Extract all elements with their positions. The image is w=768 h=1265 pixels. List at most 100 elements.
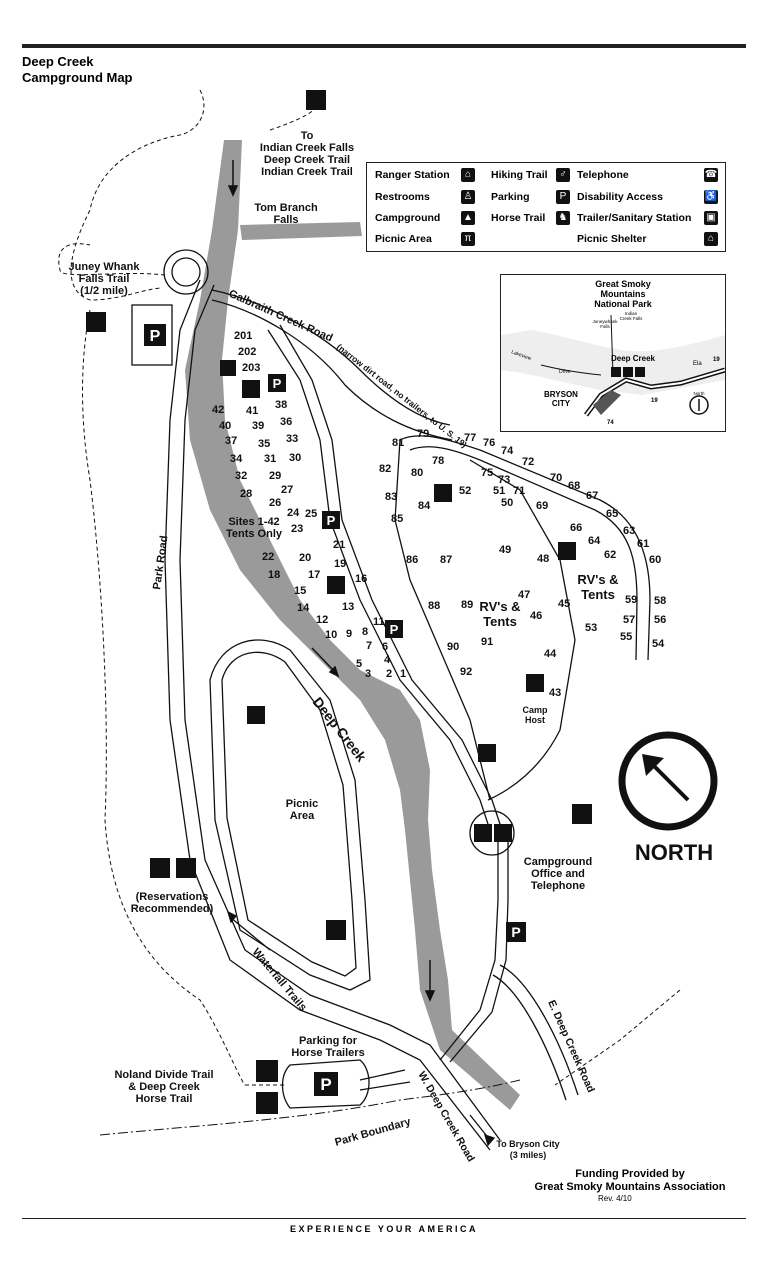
label-parking-for: Parking for xyxy=(299,1035,358,1047)
inset-park-3: National Park xyxy=(594,299,653,309)
restrooms-icon[interactable] xyxy=(327,576,345,594)
label-picnic: Picnic xyxy=(286,798,318,810)
hiking-trail-icon[interactable] xyxy=(306,90,326,110)
site-number: 63 xyxy=(623,525,635,537)
picnic-shelter-icon[interactable] xyxy=(150,858,170,878)
label-juney-whank: Juney Whank xyxy=(69,261,141,273)
telephone-icon[interactable] xyxy=(494,824,512,842)
legend-disability-access: Disability Access xyxy=(577,191,663,203)
site-number: 202 xyxy=(238,346,256,358)
site-number: 35 xyxy=(258,438,270,450)
site-number: 60 xyxy=(649,554,661,566)
site-number: 14 xyxy=(297,602,310,614)
parking-icon[interactable] xyxy=(322,511,340,529)
site-number: 68 xyxy=(568,480,580,492)
site-number: 72 xyxy=(522,456,534,468)
site-number: 7 xyxy=(366,640,372,652)
page-title: Deep Creek Campground Map xyxy=(22,54,133,86)
site-number: 81 xyxy=(392,437,404,449)
map-icons[interactable] xyxy=(86,90,592,1114)
site-number: 53 xyxy=(585,622,597,634)
trailer-station-icon[interactable] xyxy=(478,744,496,762)
site-number: 23 xyxy=(291,523,303,535)
icon-glyphs: P P P P P P xyxy=(150,328,521,1094)
site-number: 71 xyxy=(513,485,525,497)
label-area: Area xyxy=(290,810,315,822)
restrooms-icon[interactable] xyxy=(247,706,265,724)
restrooms-icon[interactable] xyxy=(176,858,196,878)
site-number: 78 xyxy=(432,455,444,467)
site-number: 86 xyxy=(406,554,418,566)
horse-trail-icon[interactable] xyxy=(256,1060,278,1082)
campground-icon: ▲ xyxy=(461,211,475,225)
legend-hiking-trail: Hiking Trail xyxy=(491,169,548,181)
site-number: 80 xyxy=(411,467,423,479)
inset-juneywhank: Juneywhank xyxy=(592,319,618,324)
parking-icon[interactable] xyxy=(385,620,403,638)
site-number: 32 xyxy=(235,470,247,482)
site-number: 21 xyxy=(333,539,345,551)
svg-text:P: P xyxy=(511,924,520,940)
parking-icon[interactable] xyxy=(506,922,526,942)
inset-svg: Great Smoky Mountains National Park June… xyxy=(501,275,725,431)
funding-credit: Funding Provided by Great Smoky Mountain… xyxy=(500,1168,760,1194)
site-number: 87 xyxy=(440,554,452,566)
svg-text:P: P xyxy=(327,513,336,528)
inset-bryson-1: BRYSON xyxy=(544,390,578,399)
ranger-station-icon[interactable] xyxy=(572,804,592,824)
picnic-area-icon[interactable] xyxy=(326,920,346,940)
svg-text:P: P xyxy=(320,1075,331,1094)
inset-rt19a: 19 xyxy=(713,357,720,363)
trail-arrows xyxy=(226,910,496,1147)
label-sites: Sites 1-42 xyxy=(228,516,279,528)
restrooms-icon[interactable] xyxy=(526,674,544,692)
inset-creek-falls: Creek Falls xyxy=(620,316,644,321)
restrooms-icon[interactable] xyxy=(242,380,260,398)
site-number: 74 xyxy=(501,445,514,457)
label-park-road: Park Road xyxy=(151,535,170,591)
site-number: 33 xyxy=(286,433,298,445)
site-number: 65 xyxy=(606,508,618,520)
ranger-station-icon: ⌂ xyxy=(461,168,475,182)
label-tents-only: Tents Only xyxy=(226,528,283,540)
site-number: 17 xyxy=(308,569,320,581)
site-number: 51 xyxy=(493,485,505,497)
site-number: 30 xyxy=(289,452,301,464)
inset-park-1: Great Smoky xyxy=(595,279,651,289)
label-office-2: Office and xyxy=(531,868,585,880)
site-number: 36 xyxy=(280,416,292,428)
site-number: 16 xyxy=(355,573,367,585)
disability-access-icon[interactable] xyxy=(220,360,236,376)
site-number: 19 xyxy=(334,558,346,570)
site-number: 9 xyxy=(346,628,352,640)
parking-icon[interactable] xyxy=(314,1072,338,1096)
hiking-trail-icon[interactable] xyxy=(86,312,106,332)
restrooms-icon[interactable] xyxy=(434,484,452,502)
site-number: 27 xyxy=(281,484,293,496)
site-number: 2 xyxy=(386,668,392,680)
label-reservations: (Reservations xyxy=(136,891,209,903)
label-falls: Falls xyxy=(273,214,298,226)
campground-office-icon[interactable] xyxy=(474,824,492,842)
hiking-trail-icon[interactable] xyxy=(256,1092,278,1114)
restrooms-icon[interactable] xyxy=(558,542,576,560)
site-number: 54 xyxy=(652,638,665,650)
horse-trail-icon: ♞ xyxy=(556,211,570,225)
site-number: 91 xyxy=(481,636,493,648)
label-tom-branch: Tom Branch xyxy=(254,202,318,214)
label-half-mile: (1/2 mile) xyxy=(80,285,128,297)
site-number: 201 xyxy=(234,330,252,342)
legend-picnic-area: Picnic Area xyxy=(375,233,432,245)
deep-creek-water xyxy=(185,140,520,1110)
site-number: 203 xyxy=(242,362,260,374)
site-number: 77 xyxy=(464,432,476,444)
parking-icon[interactable] xyxy=(144,324,166,346)
inset-ela: Ela xyxy=(693,361,702,367)
parking-icon[interactable] xyxy=(268,374,286,392)
svg-text:P: P xyxy=(150,328,161,345)
label-indian-creek-falls: Indian Creek Falls xyxy=(260,142,354,154)
site-number: 13 xyxy=(342,601,354,613)
inset-park-2: Mountains xyxy=(601,289,646,299)
label-deep-creek: Deep Creek xyxy=(310,694,370,765)
label-camp: Camp xyxy=(522,705,548,715)
